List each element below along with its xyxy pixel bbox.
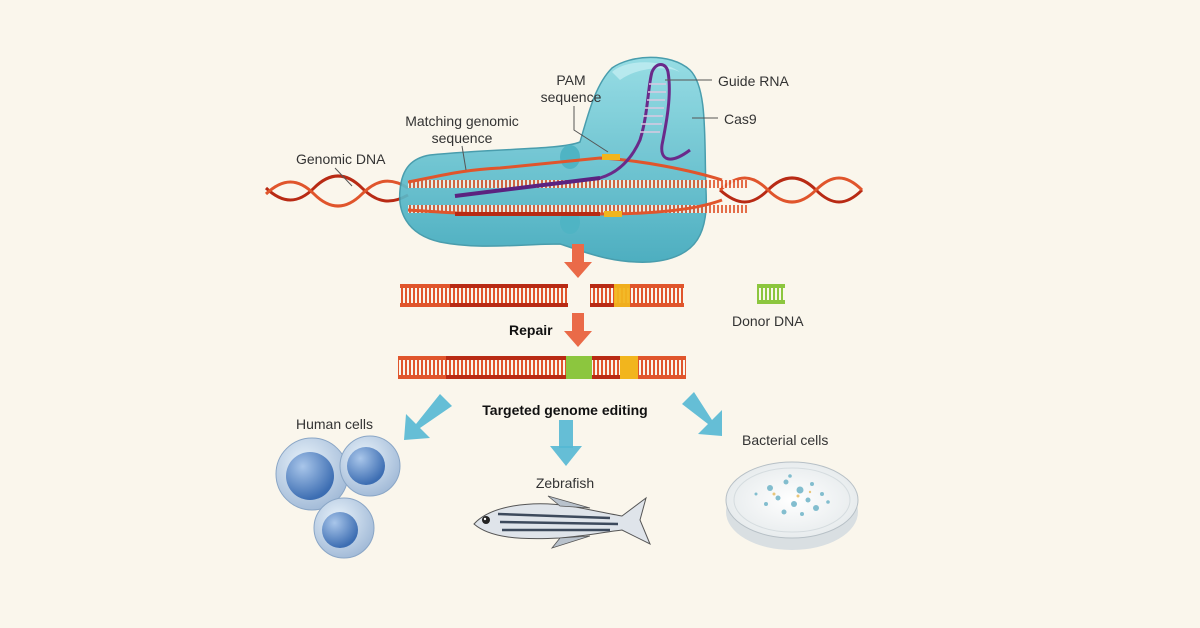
label-zebrafish: Zebrafish — [535, 475, 595, 491]
genomic-dna-helix-left — [264, 174, 409, 208]
leader-genomic-dna — [334, 167, 353, 187]
label-pam-line1: PAM — [556, 72, 586, 88]
label-targeted-genome-editing: Targeted genome editing — [482, 402, 648, 418]
leader-matching-genomic — [461, 145, 467, 171]
label-genomic-dna: Genomic DNA — [296, 151, 386, 167]
arrow-human-cells — [404, 394, 452, 440]
label-human-cells: Human cells — [296, 416, 374, 432]
label-guide-rna: Guide RNA — [718, 73, 789, 89]
label-repair: Repair — [509, 322, 553, 338]
repaired-dna — [398, 356, 686, 379]
leader-lines — [334, 79, 718, 187]
guide-rna — [454, 63, 691, 198]
genomic-dna-unwound — [407, 154, 748, 217]
cut-dna — [400, 284, 684, 307]
human-cells-illustration — [275, 435, 401, 559]
arrow-bacterial-cells — [682, 392, 722, 436]
petri-dish-illustration — [725, 461, 859, 550]
arrow-cut — [564, 244, 592, 278]
label-cas9: Cas9 — [724, 111, 757, 127]
label-matching-genomic-line2: sequence — [431, 130, 493, 146]
leader-pam — [573, 106, 609, 153]
donor-dna-icon — [757, 284, 785, 304]
label-donor-dna: Donor DNA — [732, 313, 804, 329]
arrow-repair — [564, 313, 592, 347]
arrow-zebrafish — [550, 420, 582, 466]
zebrafish-illustration — [473, 495, 651, 549]
label-bacterial-cells: Bacterial cells — [742, 432, 829, 448]
label-matching-genomic-line1: Matching genomic — [405, 113, 519, 129]
genomic-dna-helix-right — [719, 176, 864, 204]
label-pam-line2: sequence — [540, 89, 602, 105]
